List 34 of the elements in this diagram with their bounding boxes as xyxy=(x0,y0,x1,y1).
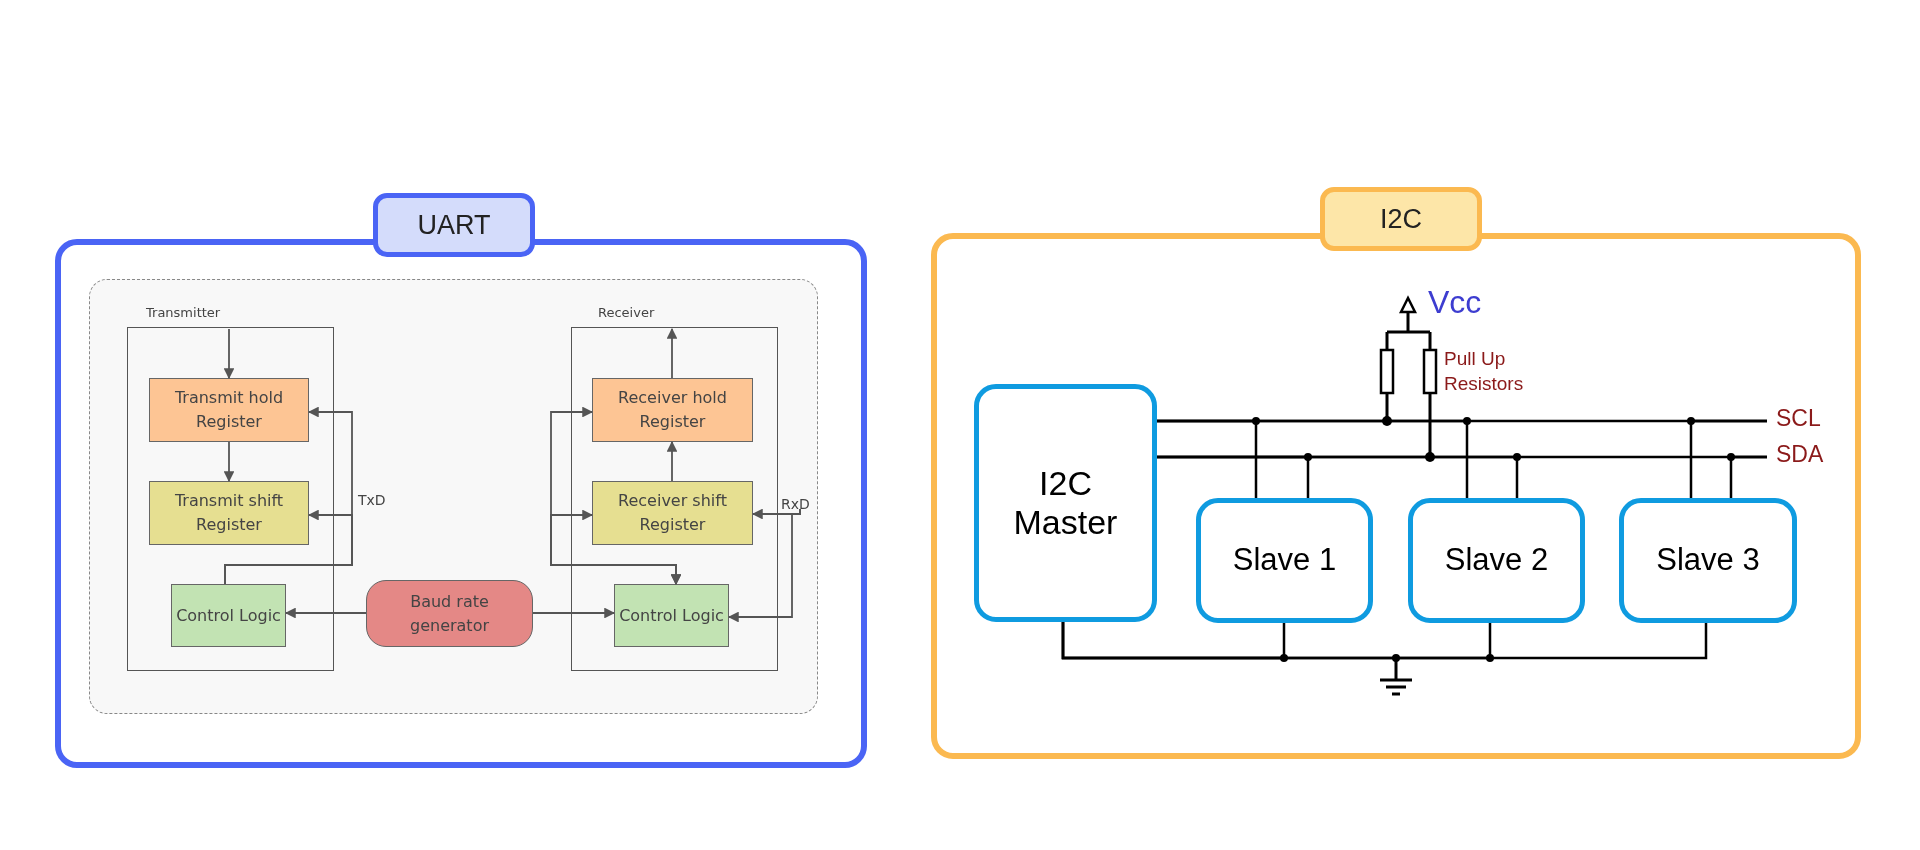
annotation-text: Pull Up Resistors xyxy=(1444,347,1525,396)
register-box: Receiver hold Register xyxy=(592,378,753,442)
logic-box: Control Logic xyxy=(614,584,729,647)
panel-tab: UART xyxy=(373,193,535,257)
arrow xyxy=(532,607,616,619)
signal-label: SCL xyxy=(1776,407,1821,430)
signal-label: RxD xyxy=(781,492,813,509)
panel-tab: I2C xyxy=(1320,187,1482,251)
master-box: I2C Master xyxy=(974,384,1157,622)
bus-wire xyxy=(1157,419,1693,498)
bus-wire xyxy=(1061,622,1708,660)
arrow xyxy=(223,441,235,483)
slave-box: Slave 2 xyxy=(1408,498,1585,623)
dashed-frame xyxy=(89,279,818,714)
supply-label: Vcc xyxy=(1428,286,1482,318)
arrow xyxy=(666,440,678,482)
arrow xyxy=(550,509,682,586)
signal-label: SDA xyxy=(1776,443,1824,466)
register-box: Transmit hold Register xyxy=(149,378,309,442)
arrow xyxy=(666,327,678,379)
slave-box: Slave 1 xyxy=(1196,498,1373,623)
signal-label: TxD xyxy=(358,491,386,510)
arrow xyxy=(284,607,367,619)
arrow xyxy=(224,509,353,585)
register-box: Receiver shift Register xyxy=(592,481,753,545)
section-heading: Transmitter xyxy=(146,304,221,322)
section-heading: Receiver xyxy=(598,304,655,322)
bus-wire xyxy=(1157,455,1733,498)
arrow xyxy=(223,328,235,380)
arrow xyxy=(727,508,801,623)
logic-box: Control Logic xyxy=(171,584,286,647)
slave-box: Slave 3 xyxy=(1619,498,1797,623)
generator-box: Baud rate generator xyxy=(366,580,533,647)
register-box: Transmit shift Register xyxy=(149,481,309,545)
